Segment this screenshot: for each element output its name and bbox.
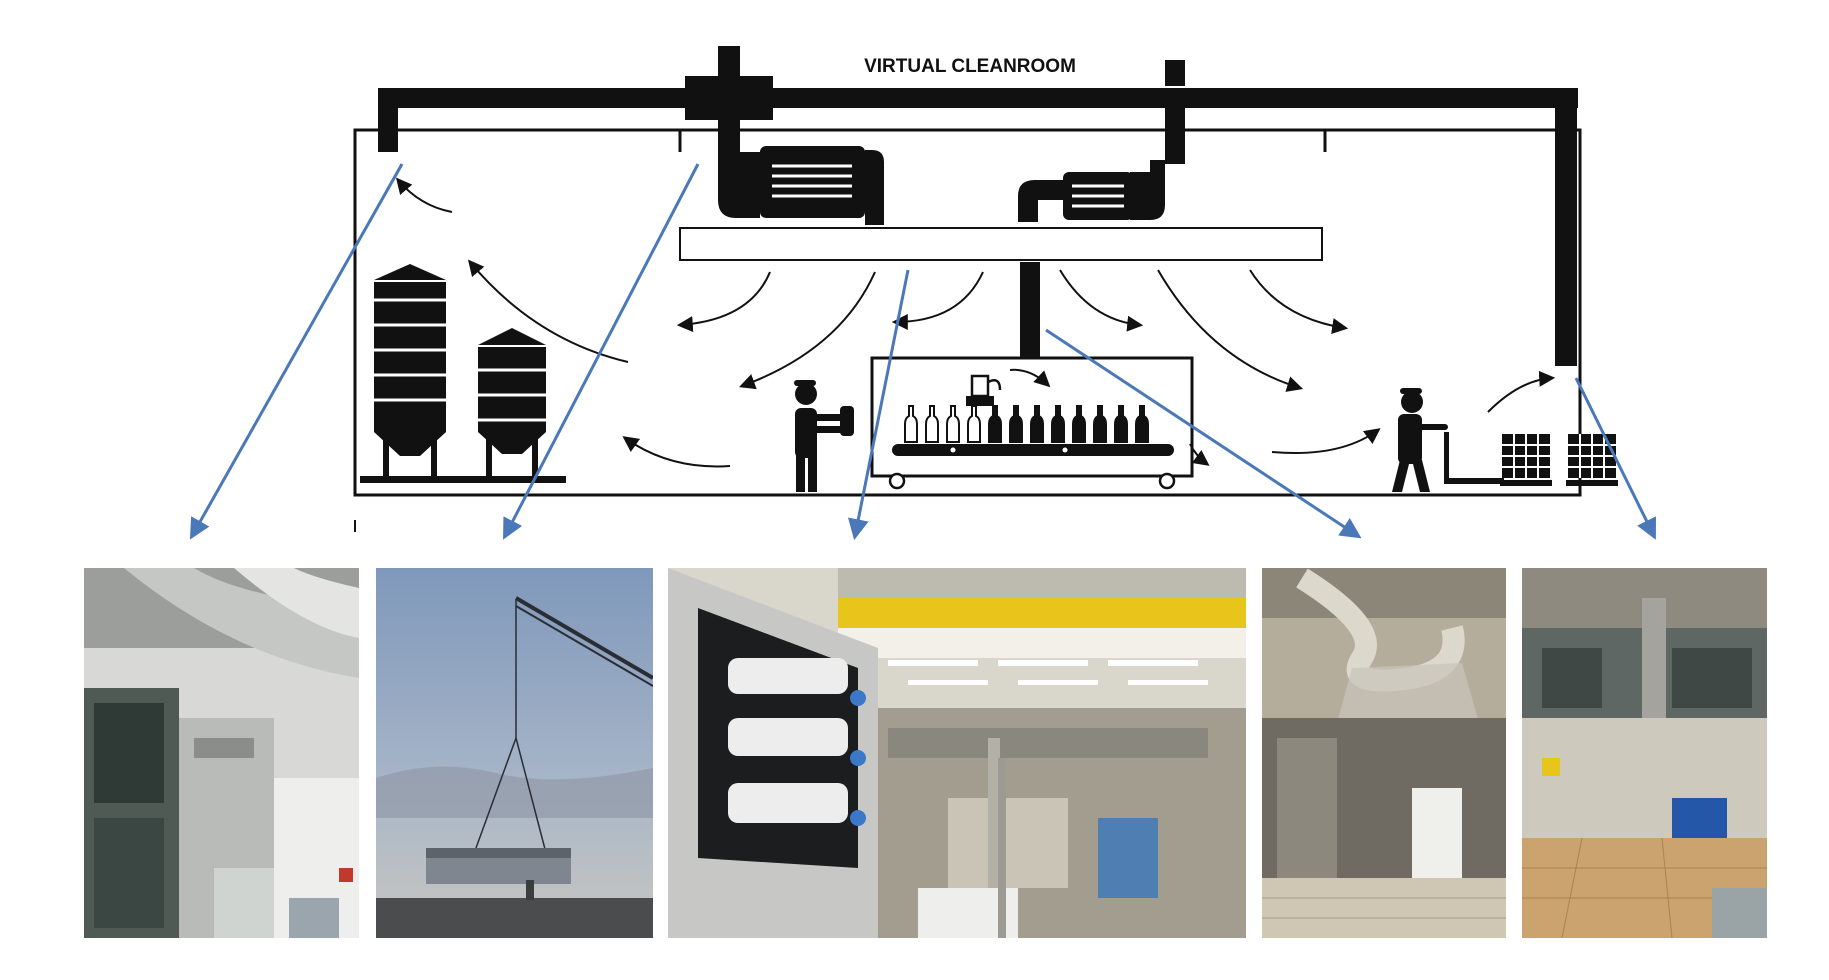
photo-filler (1262, 568, 1506, 938)
air-handler-right (1018, 160, 1165, 222)
cleanroom-diagram: VIRTUAL CLEANROOM (189, 46, 1656, 541)
photo-uv-cabinet (668, 568, 1246, 938)
pallet-stack-icon (1500, 434, 1552, 486)
diffuser-panel (679, 227, 1323, 261)
bottle-icon (1093, 405, 1107, 443)
bottle-icon (1135, 405, 1149, 443)
bottle-icon (1114, 405, 1128, 443)
worker-inspecting (794, 380, 854, 492)
pallet-stacks (1500, 434, 1618, 486)
bottle-icon (925, 405, 939, 443)
pallet-stack-icon (1566, 434, 1618, 486)
room-outline (353, 128, 1582, 497)
photo-pointer-arrows (189, 163, 1656, 541)
diagram-title: VIRTUAL CLEANROOM (864, 56, 1076, 77)
bottle-icon (988, 405, 1002, 443)
bottle-icon (1072, 405, 1086, 443)
bottle-icon (904, 405, 918, 443)
return-duct-system (378, 46, 1578, 366)
worker-pallet-jack (1392, 388, 1504, 492)
uv-cabinet-photo-icon (668, 568, 1246, 938)
hall-photo-icon (1522, 568, 1767, 938)
bottle-icon (946, 405, 960, 443)
photo-crane (376, 568, 653, 938)
bottle-icon (1030, 405, 1044, 443)
airflow-arrows (395, 177, 1556, 468)
filler-photo-icon (1262, 568, 1506, 938)
silo-small (462, 328, 566, 483)
silo-large (360, 264, 464, 483)
bottle-row (904, 405, 1149, 443)
air-handler-left (718, 120, 884, 225)
drop-duct (1020, 262, 1040, 370)
photo-hall (1522, 568, 1767, 938)
silo-small-bands (478, 368, 546, 422)
silo-large-bands (374, 298, 446, 402)
bottle-icon (967, 405, 981, 443)
bottle-icon (1051, 405, 1065, 443)
photo-duct (84, 568, 359, 938)
bottle-icon (1009, 405, 1023, 443)
crane-photo-icon (376, 568, 653, 938)
duct-photo-icon (84, 568, 359, 938)
